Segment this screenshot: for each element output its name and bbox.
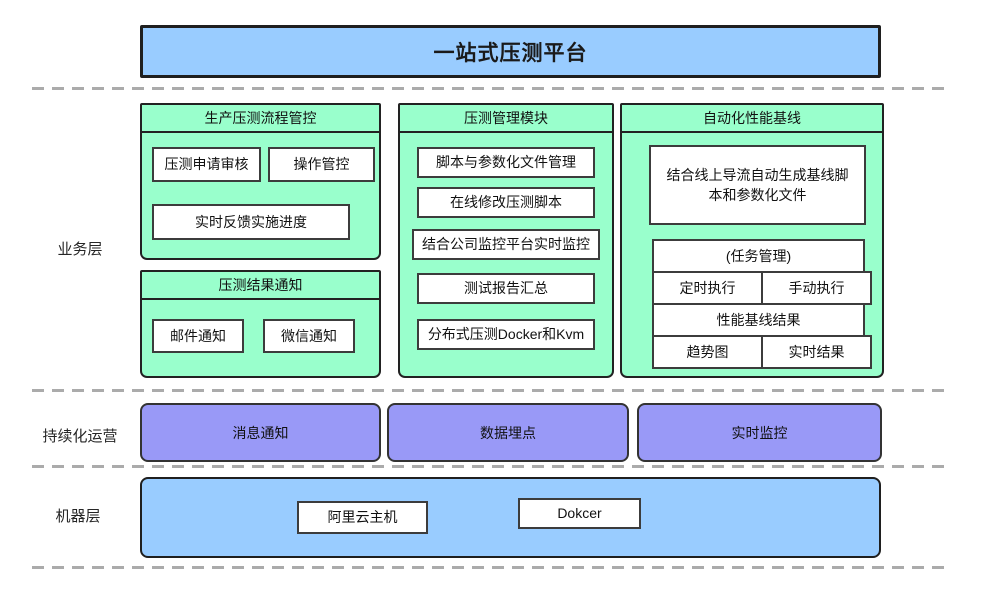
separator-line-business-ops	[32, 389, 950, 392]
group-production-process-control: 生产压测流程管控 压测申请审核 操作管控 实时反馈实施进度	[140, 103, 381, 260]
node-docker: Dokcer	[518, 498, 641, 529]
group-auto-baseline: 自动化性能基线 结合线上导流自动生成基线脚本和参数化文件 (任务管理) 定时执行…	[620, 103, 884, 378]
separator-line-ops-machine	[32, 465, 950, 468]
node-distributed-docker-kvm: 分布式压测Docker和Kvm	[417, 319, 595, 350]
layer-label-machine: 机器层	[55, 508, 101, 525]
node-task-management: (任务管理)	[652, 239, 865, 273]
node-email-notify: 邮件通知	[152, 319, 244, 353]
node-realtime-result: 实时结果	[761, 335, 872, 369]
node-test-report-summary: 测试报告汇总	[417, 273, 595, 304]
node-monitor-platform-integration: 结合公司监控平台实时监控	[412, 229, 600, 260]
group-result-notification: 压测结果通知 邮件通知 微信通知	[140, 270, 381, 378]
node-script-file-management: 脚本与参数化文件管理	[417, 147, 595, 178]
group-header: 自动化性能基线	[622, 105, 882, 133]
layer-label-operations: 持续化运营	[42, 428, 118, 445]
node-baseline-result: 性能基线结果	[652, 303, 865, 337]
group-header: 压测结果通知	[142, 272, 379, 300]
group-body: 结合线上导流自动生成基线脚本和参数化文件 (任务管理) 定时执行 手动执行 性能…	[622, 133, 882, 376]
group-title: 压测管理模块	[464, 110, 548, 126]
node-trend-chart: 趋势图	[652, 335, 763, 369]
separator-line-top	[32, 87, 950, 90]
group-test-management: 压测管理模块 脚本与参数化文件管理 在线修改压测脚本 结合公司监控平台实时监控 …	[398, 103, 614, 378]
node-manual-exec: 手动执行	[761, 271, 872, 305]
separator-line-bottom	[32, 566, 950, 569]
platform-title: 一站式压测平台	[433, 41, 588, 65]
node-data-tracking: 数据埋点	[387, 403, 629, 462]
node-wechat-notify: 微信通知	[263, 319, 355, 353]
group-header: 压测管理模块	[400, 105, 612, 133]
node-realtime-monitor: 实时监控	[637, 403, 882, 462]
group-body: 邮件通知 微信通知	[142, 300, 379, 376]
node-aliyun-host: 阿里云主机	[297, 501, 428, 534]
node-apply-review: 压测申请审核	[152, 147, 261, 182]
layer-label-business: 业务层	[57, 241, 103, 258]
task-grid-row: 趋势图 实时结果	[652, 335, 872, 369]
group-title: 生产压测流程管控	[204, 110, 317, 126]
node-operation-control: 操作管控	[268, 147, 375, 182]
task-grid-row: (任务管理)	[652, 239, 865, 273]
group-body: 压测申请审核 操作管控 实时反馈实施进度	[142, 133, 379, 258]
node-baseline-autogen: 结合线上导流自动生成基线脚本和参数化文件	[649, 145, 866, 225]
group-body: 脚本与参数化文件管理 在线修改压测脚本 结合公司监控平台实时监控 测试报告汇总 …	[400, 133, 612, 376]
node-progress-feedback: 实时反馈实施进度	[152, 204, 350, 240]
group-title: 自动化性能基线	[703, 110, 801, 126]
node-online-edit-script: 在线修改压测脚本	[417, 187, 595, 218]
task-grid: (任务管理) 定时执行 手动执行 性能基线结果 趋势图 实时结果	[652, 239, 872, 369]
machine-layer-box: 阿里云主机 Dokcer	[140, 477, 881, 558]
group-header: 生产压测流程管控	[142, 105, 379, 133]
task-grid-row: 性能基线结果	[652, 303, 865, 337]
task-grid-row: 定时执行 手动执行	[652, 271, 872, 305]
platform-banner: 一站式压测平台	[140, 25, 881, 78]
node-scheduled-exec: 定时执行	[652, 271, 763, 305]
node-message-notify: 消息通知	[140, 403, 381, 462]
group-title: 压测结果通知	[218, 277, 303, 293]
